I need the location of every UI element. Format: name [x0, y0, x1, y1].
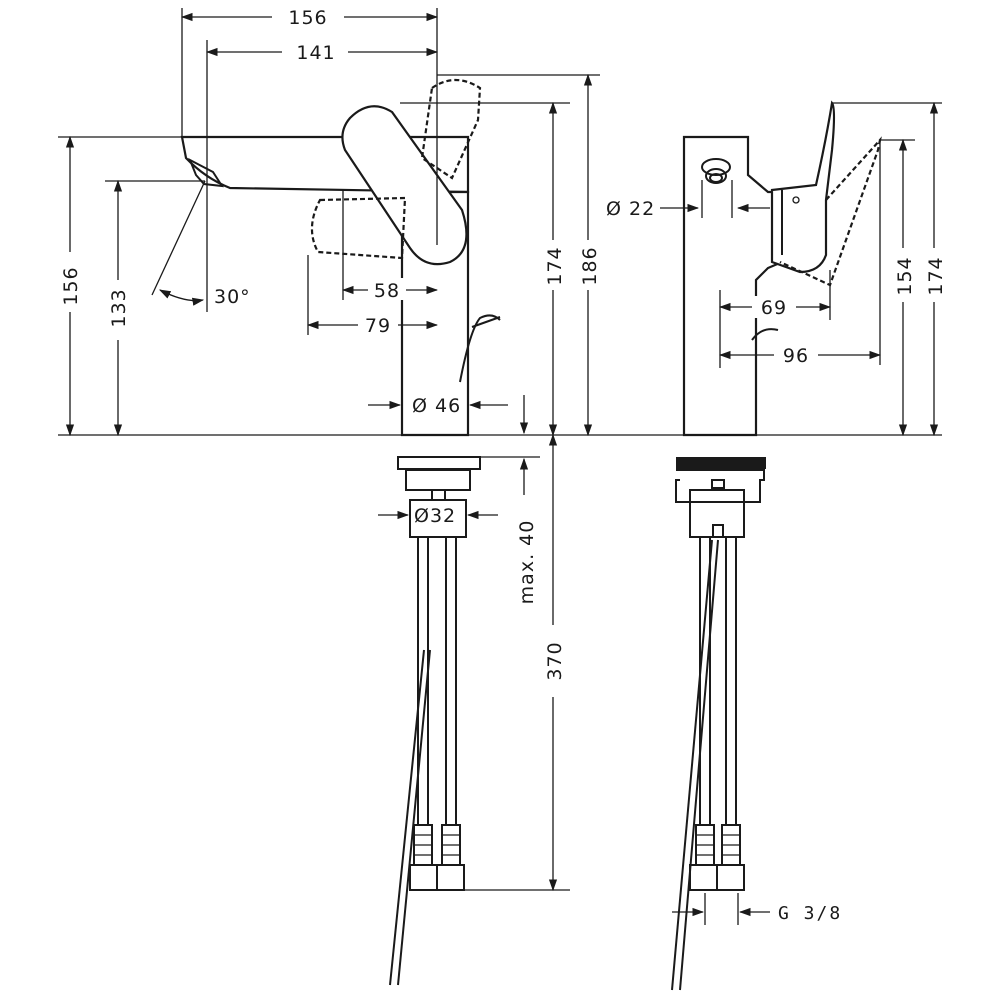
- side-popup-lever: [751, 328, 779, 341]
- dim-side-69: 69: [761, 297, 787, 319]
- mounting-nut: [405, 469, 471, 491]
- dim-hose-length: 370: [544, 641, 566, 680]
- dim-side-154: 154: [894, 256, 916, 295]
- dim-spout-total-length: 156: [288, 7, 327, 29]
- side-aerator: [701, 158, 731, 184]
- side-handle-alt-position: [779, 136, 882, 287]
- dim-side-174: 174: [925, 256, 947, 295]
- dim-max-deck-thickness: max. 40: [516, 520, 538, 605]
- shank: [409, 499, 467, 538]
- dim-handle-offset-58: 58: [374, 280, 400, 302]
- side-mounting: [675, 457, 766, 538]
- dim-handle-offset-79: 79: [365, 315, 391, 337]
- side-supply-fittings: [689, 824, 745, 891]
- handle: [341, 105, 468, 266]
- dim-side-96: 96: [783, 345, 809, 367]
- side-view: Ø 22 69 96 154 174 G 3/8: [600, 100, 947, 991]
- front-view: 156 141 156 133 30° 58 79 Ø 46: [57, 5, 601, 986]
- mounting-ring: [397, 456, 481, 470]
- dim-outlet-height: 133: [108, 288, 130, 327]
- supply-fittings: [409, 824, 465, 891]
- handle-alt-position-up: [420, 78, 482, 180]
- dim-shank-diameter: Ø32: [414, 505, 456, 527]
- side-faucet-body: [682, 135, 784, 437]
- dim-connection-thread: G 3/8: [778, 903, 842, 924]
- dim-spray-angle: 30°: [214, 286, 251, 308]
- dim-aerator-diameter: Ø 22: [606, 198, 655, 220]
- side-handle: [770, 100, 836, 274]
- dim-height-174-front: 174: [544, 246, 566, 285]
- dim-spout-height: 156: [60, 266, 82, 305]
- dim-height-186: 186: [579, 246, 601, 285]
- dim-body-diameter: Ø 46: [412, 395, 461, 417]
- aerator: [188, 157, 224, 188]
- dim-spout-reach: 141: [296, 42, 335, 64]
- popup-lever: [459, 314, 501, 383]
- handle-alt-position-side: [310, 196, 407, 260]
